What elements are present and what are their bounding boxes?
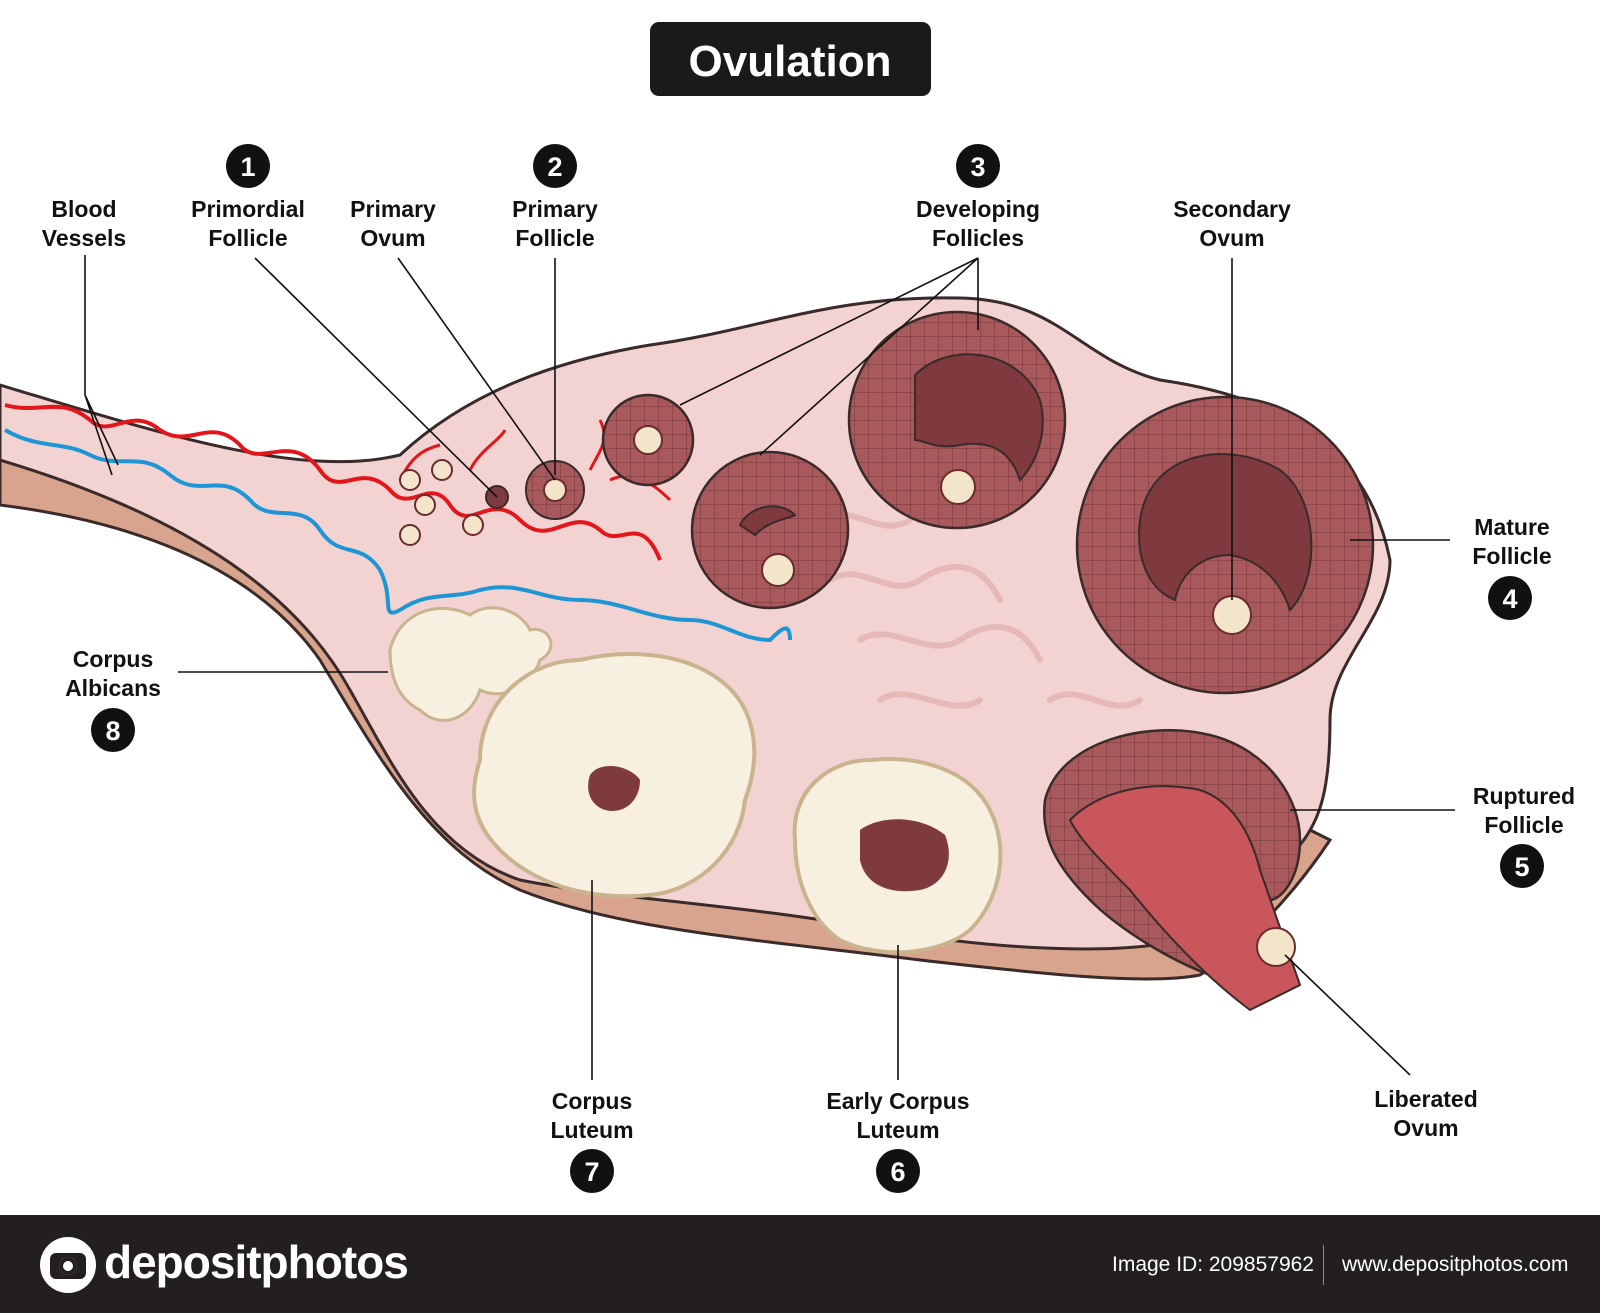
svg-text:3: 3 bbox=[970, 152, 985, 182]
svg-text:Primary: Primary bbox=[512, 196, 598, 222]
label-early-corpus-luteum: Early Corpus Luteum bbox=[826, 1088, 969, 1143]
step-badge-4: 4 bbox=[1488, 576, 1532, 620]
label-liberated-ovum: Liberated Ovum bbox=[1374, 1086, 1478, 1141]
svg-text:Liberated: Liberated bbox=[1374, 1086, 1478, 1112]
site-url: www.depositphotos.com bbox=[1342, 1253, 1569, 1276]
primordial-follicles bbox=[399, 459, 509, 546]
developing-follicle-small bbox=[601, 393, 695, 487]
footer-bar: depositphotos Image ID: 209857962 www.de… bbox=[0, 1215, 1600, 1313]
svg-text:Luteum: Luteum bbox=[550, 1117, 633, 1143]
step-badge-5: 5 bbox=[1500, 844, 1544, 888]
image-id: Image ID: 209857962 bbox=[1112, 1253, 1314, 1276]
developing-follicle-large bbox=[847, 310, 1067, 530]
svg-text:2: 2 bbox=[547, 152, 562, 182]
svg-text:4: 4 bbox=[1502, 584, 1517, 614]
step-badge-8: 8 bbox=[91, 708, 135, 752]
svg-text:Corpus: Corpus bbox=[552, 1088, 633, 1114]
corpus-luteum bbox=[472, 652, 757, 899]
ovulation-diagram: Ovulation bbox=[0, 22, 1575, 1193]
label-secondary-ovum: Secondary Ovum bbox=[1173, 196, 1291, 251]
svg-text:Developing: Developing bbox=[916, 196, 1040, 222]
label-primary-ovum: Primary Ovum bbox=[350, 196, 436, 251]
page-title: Ovulation bbox=[689, 37, 892, 86]
svg-text:Vessels: Vessels bbox=[42, 225, 126, 251]
label-primary-follicle: Primary Follicle bbox=[512, 196, 598, 251]
leader-lines bbox=[84, 255, 1455, 1080]
svg-text:1: 1 bbox=[240, 152, 255, 182]
step-badge-2: 2 bbox=[533, 144, 577, 188]
footer-divider bbox=[1323, 1245, 1324, 1285]
label-corpus-luteum: Corpus Luteum bbox=[550, 1088, 633, 1143]
label-blood-vessels: Blood Vessels bbox=[42, 196, 126, 251]
step-badge-7: 7 bbox=[570, 1149, 614, 1193]
svg-text:Primary: Primary bbox=[350, 196, 436, 222]
svg-text:Follicle: Follicle bbox=[1472, 543, 1551, 569]
svg-text:Luteum: Luteum bbox=[856, 1117, 939, 1143]
developing-follicle-medium bbox=[690, 450, 850, 610]
label-corpus-albicans: Corpus Albicans bbox=[65, 646, 161, 701]
early-corpus-luteum bbox=[792, 757, 1003, 955]
svg-text:7: 7 bbox=[584, 1157, 599, 1187]
svg-text:Primordial: Primordial bbox=[191, 196, 305, 222]
svg-text:Secondary: Secondary bbox=[1173, 196, 1291, 222]
camera-logo-icon bbox=[40, 1237, 96, 1293]
svg-text:Ruptured: Ruptured bbox=[1473, 783, 1575, 809]
ruptured-follicle bbox=[1042, 728, 1302, 1012]
step-badge-6: 6 bbox=[876, 1149, 920, 1193]
brand-name: depositphotos bbox=[104, 1236, 409, 1288]
svg-text:Follicles: Follicles bbox=[932, 225, 1024, 251]
svg-text:Follicle: Follicle bbox=[1484, 812, 1563, 838]
svg-text:Blood: Blood bbox=[51, 196, 116, 222]
svg-text:Ovum: Ovum bbox=[360, 225, 425, 251]
label-mature-follicle: Mature Follicle bbox=[1472, 514, 1551, 569]
svg-text:Mature: Mature bbox=[1474, 514, 1549, 540]
svg-text:Follicle: Follicle bbox=[515, 225, 594, 251]
svg-text:Corpus: Corpus bbox=[73, 646, 154, 672]
corpus-albicans bbox=[388, 606, 553, 722]
svg-text:Ovum: Ovum bbox=[1199, 225, 1264, 251]
svg-text:8: 8 bbox=[105, 716, 120, 746]
svg-text:Follicle: Follicle bbox=[208, 225, 287, 251]
svg-text:Albicans: Albicans bbox=[65, 675, 161, 701]
label-developing-follicles: Developing Follicles bbox=[916, 196, 1040, 251]
step-badge-3: 3 bbox=[956, 144, 1000, 188]
label-primordial-follicle: Primordial Follicle bbox=[191, 196, 305, 251]
artery-branch bbox=[398, 419, 672, 502]
svg-text:6: 6 bbox=[890, 1157, 905, 1187]
title-box: Ovulation bbox=[650, 22, 931, 96]
label-ruptured-follicle: Ruptured Follicle bbox=[1473, 783, 1575, 838]
mature-follicle bbox=[1075, 395, 1375, 695]
artery bbox=[4, 403, 662, 561]
svg-text:5: 5 bbox=[1514, 852, 1529, 882]
svg-text:Early Corpus: Early Corpus bbox=[826, 1088, 969, 1114]
vein bbox=[4, 428, 792, 643]
step-badge-1: 1 bbox=[226, 144, 270, 188]
svg-text:Ovum: Ovum bbox=[1393, 1115, 1458, 1141]
